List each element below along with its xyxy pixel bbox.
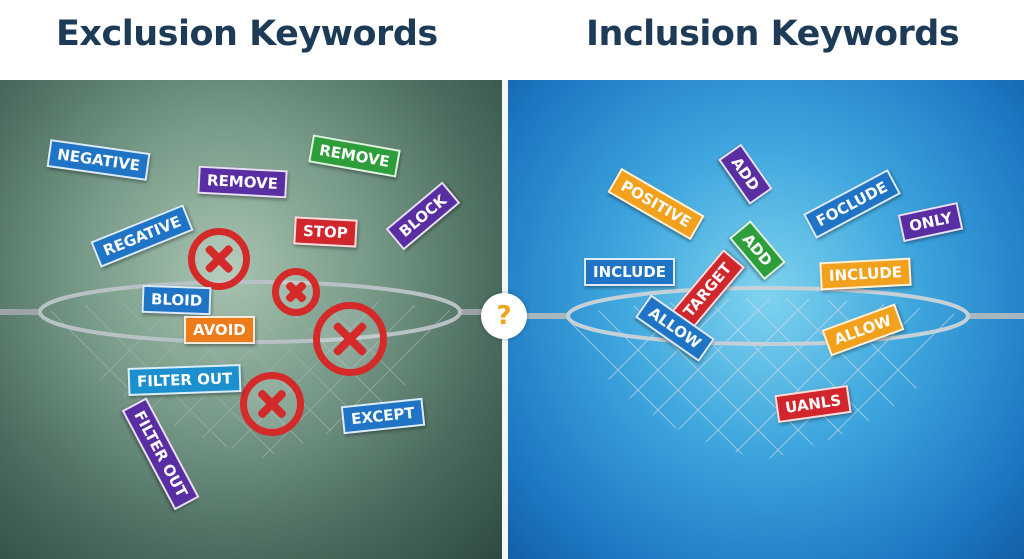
no-symbol-icon [240, 372, 304, 436]
keyword-tag: REMOVE [197, 165, 288, 199]
keyword-tag: INCLUDE [819, 257, 912, 291]
keyword-tag: FILTER OUT [127, 364, 242, 396]
inclusion-net-illustration [508, 286, 1024, 460]
inclusion-title: Inclusion Keywords [586, 14, 960, 54]
keyword-tag: INCLUDE [584, 258, 676, 286]
exclusion-panel: NEGATIVE REMOVE REMOVE REGATIVE STOP BLO… [0, 80, 502, 559]
no-symbol-icon [313, 302, 387, 376]
keyword-tag: BLOID [141, 284, 212, 316]
no-symbol-icon [272, 268, 320, 316]
keyword-tag: STOP [293, 216, 358, 248]
inclusion-panel: ADD POSITIVE FOCLUDE ONLY ADD INCLUDE TA… [508, 80, 1024, 559]
header: Exclusion Keywords Inclusion Keywords [0, 0, 1024, 80]
exclusion-title: Exclusion Keywords [56, 14, 438, 54]
net-rim [566, 286, 970, 346]
question-mark-symbol: ? [496, 301, 512, 331]
keyword-tag: AVOID [184, 316, 255, 344]
question-mark-icon: ? [481, 293, 527, 339]
no-symbol-icon [188, 228, 250, 290]
